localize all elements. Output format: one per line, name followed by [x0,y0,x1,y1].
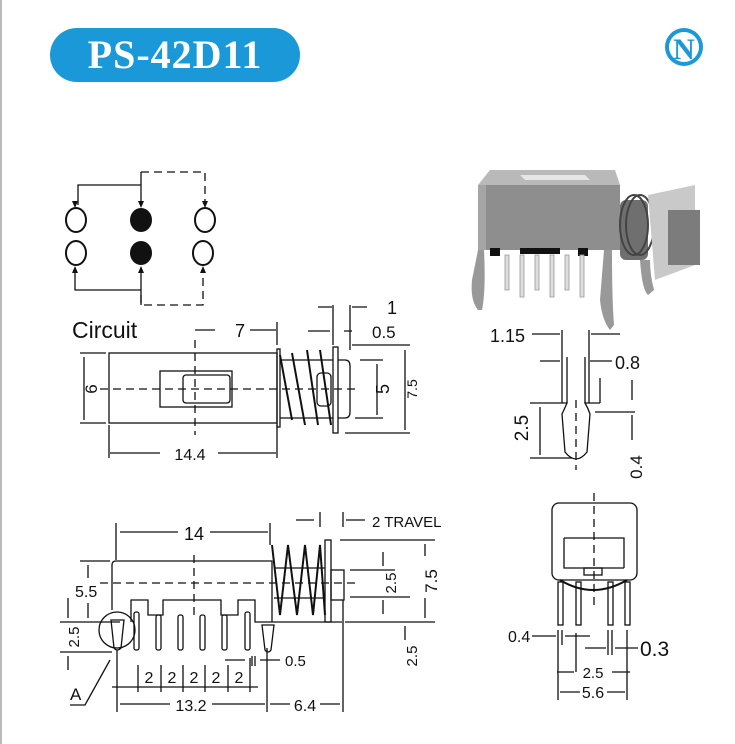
dimension-label: A [70,685,82,704]
dimension-label: 13.2 [175,698,206,715]
end-view: 0.4 0.3 2.5 5.6 [508,493,669,702]
dimension-label: 5 [373,384,393,394]
dimension-label: 2.5 [383,573,400,594]
dimension-label: 0.4 [627,455,646,479]
dimension-label: 2.5 [66,627,83,648]
dimension-label: 1.15 [490,326,525,346]
dimension-label: 5.6 [582,685,604,702]
dimension-label: 2.5 [512,415,533,441]
dimension-label: 2.5 [404,646,421,667]
dimension-label: 2 [190,670,199,687]
dimension-label: 2 [212,670,221,687]
part-number-title: PS-42D11 [50,28,300,82]
dimension-label: 2 [145,670,154,687]
dimension-label: 7 [235,321,245,341]
circuit-diagram [65,171,216,306]
top-view: 6 7 14.4 1 0.5 5 7.5 [80,298,420,464]
page-border [0,0,2,744]
dimension-label: 14.4 [174,447,205,464]
dimension-label: 2 TRAVEL [372,514,441,531]
dimension-label: 5.5 [75,584,97,601]
dimension-label: 1 [387,298,397,318]
pin-detail: 1.15 0.8 2.5 0.4 [490,326,646,479]
circuit-label: Circuit [72,317,138,343]
dimension-label: 0.4 [508,629,530,646]
dimension-label: 2.5 [583,665,604,682]
dimension-label: 14 [184,524,204,544]
dimension-label: 6.4 [294,698,316,715]
dimension-label: 6 [82,384,101,393]
side-view: 14 2 TRAVEL 5.5 2.5 2.5 7.5 2.5 2 2 2 2 … [60,512,441,715]
dimension-label: 0.5 [285,653,306,670]
dimension-label: 0.5 [372,323,396,342]
dimension-label: 2 [235,670,244,687]
dimension-label: 2 [168,670,177,687]
brand-logo: N [665,28,703,66]
dimension-label: 7.5 [404,379,420,399]
dimension-label: 0.8 [615,353,640,373]
dimension-label: 0.3 [640,638,669,661]
dimension-label: N [673,33,695,66]
product-photo [471,170,700,330]
dimension-label: 7.5 [422,569,441,593]
